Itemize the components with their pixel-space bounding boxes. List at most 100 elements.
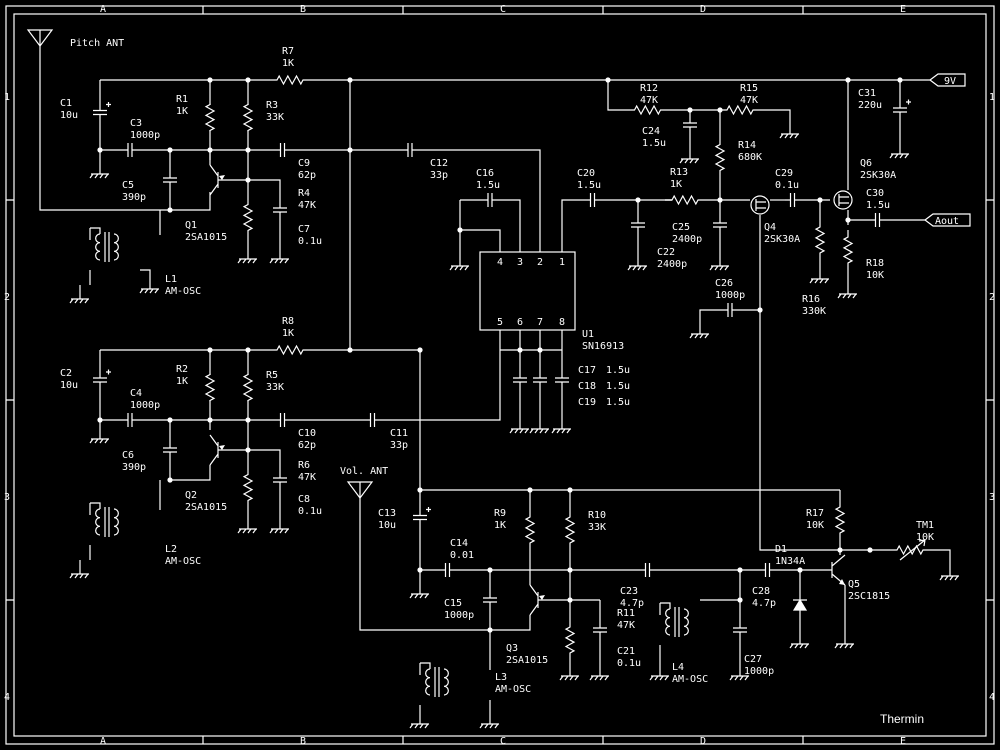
l1-oscillator-coil (89, 227, 110, 262)
u1-pin-label: 2 (537, 257, 543, 268)
ground-icon (779, 130, 799, 139)
coil-symbol (425, 668, 431, 696)
u1-pin-label: 4 (497, 257, 503, 268)
transformer-core (104, 507, 110, 537)
coil-symbol (95, 233, 101, 261)
q3-transistor-symbol (529, 584, 539, 616)
q1-transistor-symbol (209, 164, 219, 196)
r10-ref-label: R10 (588, 510, 606, 521)
wiring (39, 46, 951, 720)
wire (460, 229, 501, 252)
ground-icon (729, 672, 749, 681)
q4-value-label: 2SK30A (764, 234, 800, 245)
row-marker-left: 1 (4, 92, 10, 103)
c28-ref-label: C28 (752, 586, 770, 597)
coil-symbol (443, 668, 449, 696)
wire (500, 199, 521, 252)
ground-icon (69, 570, 89, 579)
wire (359, 498, 490, 631)
c9-value-label: 62p (298, 170, 316, 181)
r17-ref-label: R17 (806, 508, 824, 519)
q2-ref-label: Q2 (185, 490, 197, 501)
ground-icon (834, 640, 854, 649)
r4-ref-label: R4 (298, 188, 310, 199)
column-marker-top: A (100, 4, 106, 15)
volume-antenna-label: Vol. ANT (340, 466, 388, 477)
capacitor-symbol (870, 213, 885, 227)
ground-icon (479, 720, 499, 729)
c4-value-label: 1000p (130, 400, 160, 411)
resistor-symbol (564, 515, 576, 545)
r2-value-label: 1K (176, 376, 188, 387)
ground-icon (509, 425, 529, 434)
c17-label: C17 (578, 365, 596, 376)
wire (248, 449, 281, 470)
capacitor-symbol (640, 563, 655, 577)
pitch-antenna-icon (26, 29, 54, 47)
capacitor-symbol (275, 413, 290, 427)
r16-ref-label: R16 (802, 294, 820, 305)
capacitor-symbol (513, 370, 527, 390)
c29-value-label: 0.1u (775, 180, 799, 191)
polarity-mark (426, 507, 431, 512)
resistor-symbol (272, 344, 308, 356)
capacitor-symbol (273, 470, 287, 490)
ground-icon (269, 255, 289, 264)
r9-value-label: 1K (494, 520, 506, 531)
polarity-mark (906, 99, 911, 105)
capacitor-symbol (631, 200, 645, 250)
c4-ref-label: C4 (130, 388, 142, 399)
c23-value-label: 4.7p (620, 598, 644, 609)
r8-value-label: 1K (282, 328, 294, 339)
wire (39, 46, 211, 211)
c18-label: C18 (578, 381, 596, 392)
wire (420, 662, 431, 669)
wire (759, 310, 870, 551)
q5-ref-label: Q5 (848, 579, 860, 590)
c3-ref-label: C3 (130, 118, 142, 129)
c21-value-label: 0.1u (617, 658, 641, 669)
wire (420, 149, 541, 252)
ground-icon (649, 672, 669, 681)
q2-transistor-symbol (209, 434, 219, 466)
c29-ref-label: C29 (775, 168, 793, 179)
resistor-symbol (842, 230, 854, 270)
c25-value-label: 2400p (672, 234, 702, 245)
r18-value-label: 10K (866, 270, 884, 281)
capacitor-symbol (585, 193, 600, 207)
c26-ref-label: C26 (715, 278, 733, 289)
ground-icon (409, 590, 429, 599)
ground-icon (939, 572, 959, 581)
c20-value-label: 1.5u (577, 180, 601, 191)
polarity-mark (106, 369, 111, 375)
row-marker-right: 4 (989, 692, 995, 703)
l3-oscillator-coil (419, 662, 440, 697)
c16-value-label: 1.5u (476, 180, 500, 191)
c25-ref-label: C25 (672, 222, 690, 233)
c14-ref-label: C14 (450, 538, 468, 549)
ground-icon (89, 435, 109, 444)
row-marker-right: 3 (989, 492, 995, 503)
r8-ref-label: R8 (282, 316, 294, 327)
capacitor-symbol (365, 413, 380, 427)
emitter-arrow (539, 595, 545, 600)
resistor-symbol (834, 505, 846, 535)
c31-value-label: 220u (858, 100, 882, 111)
transformer-core (434, 667, 440, 697)
capacitor-symbol (163, 420, 177, 480)
u1-pin-label: 1 (559, 257, 565, 268)
wire (561, 199, 585, 252)
l4-oscillator-coil (659, 602, 680, 637)
q6-value-label: 2SK30A (860, 170, 896, 181)
c27-ref-label: C27 (744, 654, 762, 665)
q5-value-label: 2SC1815 (848, 591, 890, 602)
coil-symbol (113, 233, 119, 261)
ground-icon (789, 640, 809, 649)
c11-ref-label: C11 (390, 428, 408, 439)
r9-ref-label: R9 (494, 508, 506, 519)
c10-value-label: 62p (298, 440, 316, 451)
wire (90, 502, 101, 509)
c9-ref-label: C9 (298, 158, 310, 169)
drawing-title: Thermin (880, 712, 924, 726)
